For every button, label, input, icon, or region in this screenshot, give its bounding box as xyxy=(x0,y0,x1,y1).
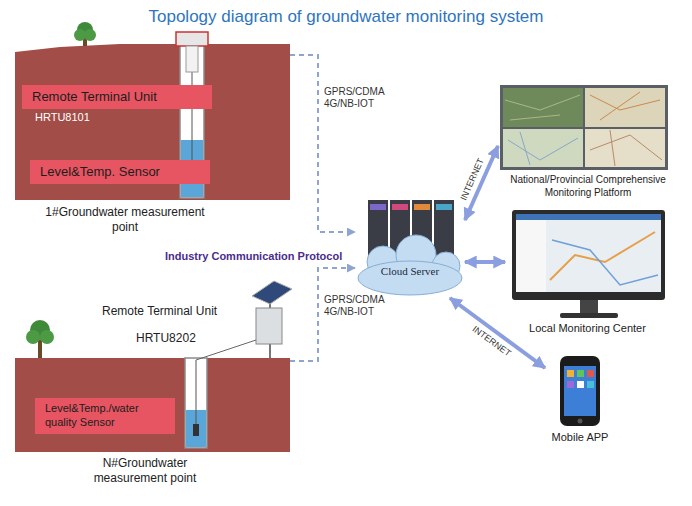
ground xyxy=(15,44,290,200)
monitor-screen xyxy=(516,214,661,292)
map-road xyxy=(550,232,655,280)
device-label: Remote Terminal Unit xyxy=(102,304,217,319)
label-holder: HRTU8101 xyxy=(35,111,90,125)
link-label: INTERNET xyxy=(458,155,487,202)
monitoring-platform: National/Provincial Comprehensive Monito… xyxy=(498,84,678,204)
measurement-point: Level&Temp./water quality SensorN#Ground… xyxy=(15,356,290,488)
mobile-app: Mobile APP xyxy=(545,353,615,448)
caption: N#Groundwater measurement point xyxy=(70,456,220,486)
rtu-box: Remote Terminal Unit xyxy=(22,85,212,109)
measurement-point: Remote Terminal UnitLevel&Temp. Sensor 1#… xyxy=(15,40,290,240)
local-monitor: Local Monitoring Center xyxy=(505,208,670,338)
wireless-link xyxy=(290,55,355,232)
app-icon xyxy=(567,381,574,388)
server-light xyxy=(436,204,452,210)
caption: National/Provincial Comprehensive Monito… xyxy=(498,174,678,199)
tree-trunk xyxy=(38,340,42,358)
monitor-base xyxy=(560,313,618,318)
screen-panel xyxy=(585,129,665,167)
screen-panel xyxy=(503,88,583,127)
rtu-cabinet xyxy=(256,308,282,344)
title-holder: Topology diagram of groundwater monitori… xyxy=(0,6,692,27)
monitor-frame xyxy=(512,210,665,300)
window-bar xyxy=(516,214,661,220)
link-label: GPRS/CDMA 4G/NB-IOT xyxy=(323,86,385,110)
diagram-title: Topology diagram of groundwater monitori… xyxy=(0,6,692,27)
sensor-box: Level&Temp./water quality Sensor xyxy=(35,398,175,434)
screen-panel xyxy=(585,88,665,127)
label-holder: HRTU8202 xyxy=(136,331,196,346)
caption: Mobile APP xyxy=(545,431,615,445)
server-light xyxy=(414,204,430,210)
map-river xyxy=(552,240,658,285)
link-label: INTERNET xyxy=(469,323,513,360)
server-light xyxy=(392,204,408,210)
side-panel xyxy=(516,220,546,292)
caption: Cloud Server xyxy=(355,265,465,279)
device-body xyxy=(186,46,198,72)
app-icon xyxy=(587,381,594,388)
solar-panel xyxy=(252,281,292,304)
model-number: HRTU8101 xyxy=(35,111,90,125)
protocol-label: Industry Communication Protocol xyxy=(165,250,342,264)
app-icon xyxy=(577,370,584,377)
caption: Local Monitoring Center xyxy=(505,322,670,336)
label-holder: Industry Communication Protocol xyxy=(165,250,342,264)
label-holder: Remote Terminal Unit xyxy=(102,304,217,319)
app-icon xyxy=(567,370,574,377)
map-line xyxy=(590,130,662,166)
edge-label-holder: GPRS/CDMA 4G/NB-IOT xyxy=(323,86,385,110)
caption: 1#Groundwater measurement point xyxy=(35,205,215,235)
well-head-device xyxy=(176,32,208,46)
ground xyxy=(15,358,290,452)
link-label: GPRS/CDMA 4G/NB-IOT xyxy=(323,294,385,318)
app-icon xyxy=(577,381,584,388)
screen-panel xyxy=(503,129,583,167)
edge-label-holder: INTERNET xyxy=(469,323,513,360)
tree-crown xyxy=(40,330,54,344)
box-label: Level&Temp./water quality Sensor xyxy=(45,402,165,430)
edge-label-holder: GPRS/CDMA 4G/NB-IOT xyxy=(323,294,385,318)
monitor-stand xyxy=(580,300,598,313)
edge-label-holder: INTERNET xyxy=(458,155,487,202)
phone-button xyxy=(578,419,583,424)
map-line xyxy=(590,92,660,120)
sensor-box: Level&Temp. Sensor xyxy=(30,160,210,184)
box-label: Remote Terminal Unit xyxy=(32,89,202,105)
box-label: Level&Temp. Sensor xyxy=(40,164,200,180)
well-shaft xyxy=(185,358,207,448)
model-number: HRTU8202 xyxy=(136,331,196,346)
probe-cable xyxy=(196,360,197,425)
phone-body xyxy=(560,356,600,426)
phone-screen xyxy=(564,366,596,416)
internet-link xyxy=(465,260,505,264)
cable xyxy=(196,340,256,360)
video-wall-frame xyxy=(500,85,668,170)
probe xyxy=(193,424,199,436)
map-line xyxy=(508,132,578,165)
app-icon xyxy=(587,370,594,377)
cloud-server: Cloud Server xyxy=(355,195,465,298)
tree-crown xyxy=(26,330,40,344)
server-light xyxy=(370,204,386,210)
tree-crown xyxy=(84,29,96,41)
map-line xyxy=(505,95,580,120)
